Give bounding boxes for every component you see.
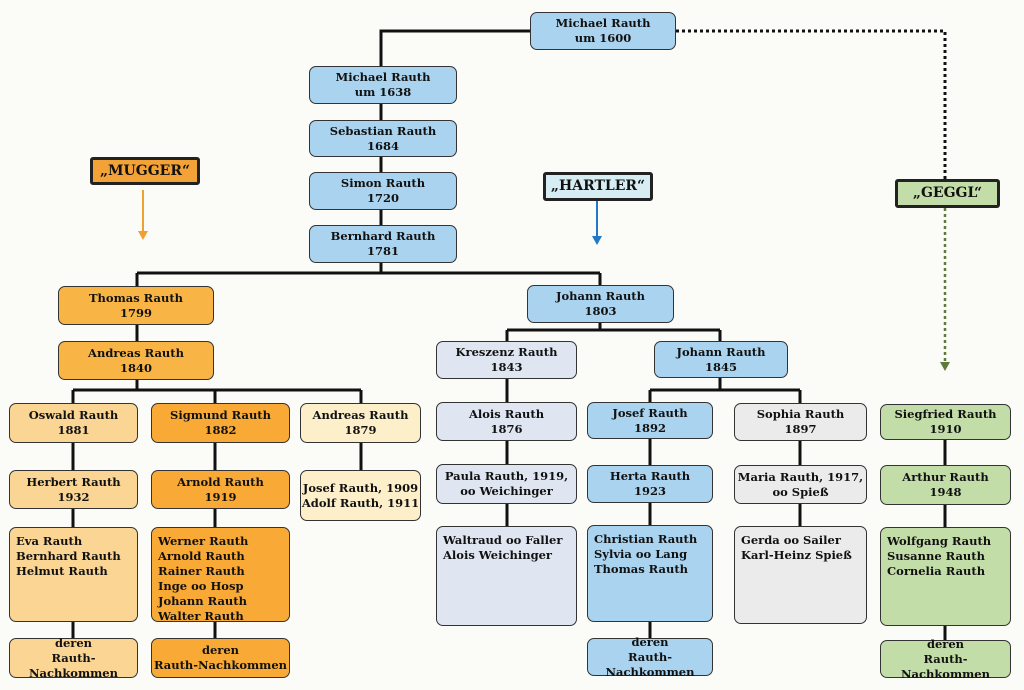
descendants-sigmund: deren Rauth-Nachkommen: [151, 638, 290, 678]
tag-geggl: „GEGGL“: [895, 179, 1000, 208]
person-johann-1845: Johann Rauth 1845: [654, 341, 788, 378]
person-herbert: Herbert Rauth 1932: [9, 470, 138, 509]
person-oswald: Oswald Rauth 1881: [9, 403, 138, 443]
person-sigmund: Sigmund Rauth 1882: [151, 403, 290, 443]
person-thomas: Thomas Rauth 1799: [58, 286, 214, 325]
group-gerda: Gerda oo Sailer Karl-Heinz Spieß: [734, 526, 867, 624]
person-josef-1892: Josef Rauth 1892: [587, 402, 713, 439]
person-siegfried: Siegfried Rauth 1910: [880, 404, 1011, 440]
person-kreszenz: Kreszenz Rauth 1843: [436, 341, 577, 379]
group-wolfgang: Wolfgang Rauth Susanne Rauth Cornelia Ra…: [880, 527, 1011, 626]
descendants-arthur: deren Rauth-Nachkommen: [880, 637, 1011, 681]
person-michael-1600: Michael Rauth um 1600: [530, 12, 676, 50]
person-andreas-1879: Andreas Rauth 1879: [300, 403, 421, 443]
person-andreas-1840: Andreas Rauth 1840: [58, 341, 214, 380]
group-christian: Christian Rauth Sylvia oo Lang Thomas Ra…: [587, 525, 713, 622]
group-werner: Werner Rauth Arnold Rauth Rainer Rauth I…: [151, 527, 290, 623]
person-bernhard: Bernhard Rauth 1781: [309, 225, 457, 263]
person-arnold: Arnold Rauth 1919: [151, 470, 290, 509]
group-waltraud: Waltraud oo Faller Alois Weichinger: [436, 526, 577, 626]
person-paula: Paula Rauth, 1919, oo Weichinger: [436, 464, 577, 504]
person-sebastian: Sebastian Rauth 1684: [309, 120, 457, 157]
person-michael-1638: Michael Rauth um 1638: [309, 66, 457, 104]
descendants-oswald: deren Rauth-Nachkommen: [9, 636, 138, 680]
person-simon: Simon Rauth 1720: [309, 172, 457, 210]
tag-mugger: „MUGGER“: [90, 157, 200, 185]
person-arthur: Arthur Rauth 1948: [880, 465, 1011, 505]
person-alois: Alois Rauth 1876: [436, 402, 577, 441]
descendants-josef: deren Rauth-Nachkommen: [587, 635, 713, 679]
tag-hartler: „HARTLER“: [543, 172, 653, 201]
person-josef-adolf: Josef Rauth, 1909 Adolf Rauth, 1911: [300, 470, 421, 521]
person-maria: Maria Rauth, 1917, oo Spieß: [734, 465, 867, 504]
person-johann-1803: Johann Rauth 1803: [527, 285, 674, 323]
person-sophia: Sophia Rauth 1897: [734, 403, 867, 441]
person-herta: Herta Rauth 1923: [587, 465, 713, 503]
group-eva: Eva Rauth Bernhard Rauth Helmut Rauth: [9, 527, 138, 622]
